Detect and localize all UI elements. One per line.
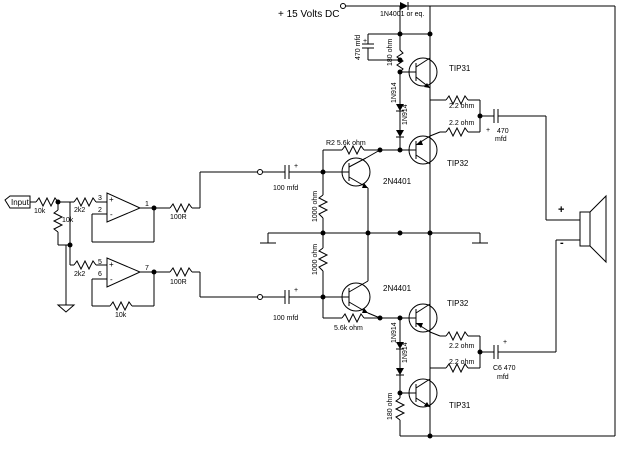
tip32-top-label: TIP32 bbox=[447, 159, 469, 168]
cap-470-left bbox=[362, 34, 403, 63]
cap-plus-b: + bbox=[294, 287, 298, 294]
r22a-label: 2.2 ohm bbox=[449, 103, 474, 110]
speaker-icon bbox=[579, 194, 607, 264]
transistor-tip32-top bbox=[400, 131, 441, 165]
cap-plus-a: + bbox=[294, 163, 298, 170]
d4-label: 1N914 bbox=[402, 342, 409, 363]
r22b-label: 2.2 ohm bbox=[449, 120, 474, 127]
diodes-top bbox=[396, 88, 404, 150]
diodes-bottom bbox=[396, 318, 404, 385]
input-stage bbox=[4, 171, 258, 313]
emitter-resistors-top bbox=[429, 88, 580, 221]
r-180-top-label: 180 ohm bbox=[387, 39, 394, 66]
pin6: 6 bbox=[98, 271, 102, 278]
cap-plus-d: + bbox=[503, 339, 507, 346]
pin2: 2 bbox=[98, 207, 102, 214]
r-100r-a-label: 100R bbox=[170, 214, 187, 221]
r2-label: R2 5.6k ohm bbox=[326, 140, 366, 147]
cap-100-top-label: 100 mfd bbox=[273, 185, 298, 192]
r-1000-top-label: 1000 ohm bbox=[312, 191, 319, 222]
driver-top bbox=[317, 144, 400, 233]
transistor-tip32-bot bbox=[400, 303, 441, 337]
r-1000-bot-label: 1000 ohm bbox=[312, 244, 319, 275]
emitter-resistors-bottom bbox=[430, 239, 580, 374]
speaker-minus: - bbox=[560, 237, 564, 249]
opamp-a-minus: - bbox=[110, 210, 113, 219]
cap-470-left-label: 470 mfd bbox=[355, 35, 362, 60]
r22c-label: 2.2 ohm bbox=[449, 343, 474, 350]
resistor-180-bot bbox=[394, 5, 616, 439]
cap-out-top-plus: + bbox=[486, 127, 490, 134]
d1-label: 1N914 bbox=[391, 82, 398, 103]
transistor-tip31-bot bbox=[400, 368, 438, 408]
r-56k-bot-label: 5.6k ohm bbox=[334, 325, 363, 332]
driver-bottom bbox=[317, 233, 400, 324]
cap-plus-c: + bbox=[363, 38, 367, 45]
opamp-a-plus: + bbox=[109, 195, 114, 204]
c6-label: C6 470 bbox=[493, 365, 516, 372]
power-rail bbox=[340, 2, 433, 436]
speaker-plus: + bbox=[558, 204, 564, 216]
opamp-b-plus: + bbox=[109, 260, 114, 269]
r-10k-in-label: 10k bbox=[34, 208, 46, 215]
r-10k-fb-label: 10k bbox=[115, 312, 127, 319]
cap-out-top-unit: mfd bbox=[495, 136, 507, 143]
opamp-b-minus: - bbox=[110, 275, 113, 284]
transistor-tip31-top bbox=[400, 57, 438, 89]
tip31-top-label: TIP31 bbox=[449, 64, 471, 73]
tip32-bot-label: TIP32 bbox=[447, 299, 469, 308]
pin7: 7 bbox=[145, 265, 149, 272]
supply-label: + 15 Volts DC bbox=[278, 9, 339, 20]
r-2k2-b-label: 2k2 bbox=[74, 271, 85, 278]
ground-bus bbox=[260, 230, 488, 244]
cap-out-top-val: 470 bbox=[497, 128, 509, 135]
cap-100-bot bbox=[257, 290, 323, 304]
diode-label: 1N4001 or eq. bbox=[380, 11, 424, 18]
d3-label: 1N914 bbox=[391, 322, 398, 343]
c6-unit-label: mfd bbox=[497, 374, 509, 381]
cap-100-bot-label: 100 mfd bbox=[273, 315, 298, 322]
q-2n4401-top-label: 2N4401 bbox=[383, 177, 412, 186]
cap-100-top bbox=[257, 165, 323, 179]
pin1: 1 bbox=[145, 201, 149, 208]
d2-label: 1N914 bbox=[402, 104, 409, 125]
r-180-bot-label: 180 ohm bbox=[387, 393, 394, 420]
r-100r-b-label: 100R bbox=[170, 279, 187, 286]
pin3: 3 bbox=[98, 195, 102, 202]
r22d-label: 2.2 ohm bbox=[449, 359, 474, 366]
q-2n4401-bot-label: 2N4401 bbox=[383, 284, 412, 293]
r-2k2-a-label: 2k2 bbox=[74, 207, 85, 214]
pin5: 5 bbox=[98, 259, 102, 266]
r-10k-gnd-label: 10k bbox=[62, 217, 74, 224]
input-label[interactable]: Input bbox=[11, 198, 30, 207]
tip31-bot-label: TIP31 bbox=[449, 401, 471, 410]
